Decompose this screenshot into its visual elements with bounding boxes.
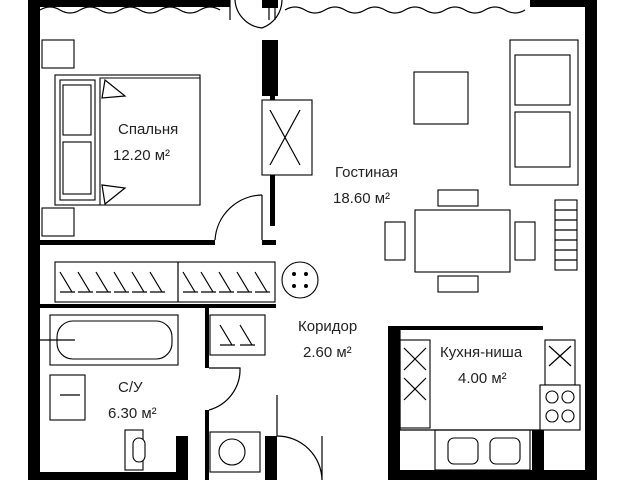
room-name-bedroom: Спальня [118, 121, 178, 138]
room-name-bathroom: С/У [118, 379, 143, 396]
room-name-corridor: Коридор [298, 318, 357, 335]
kitchen-cabinets [399, 339, 576, 429]
room-area-bathroom: 6.30 м² [108, 405, 157, 422]
sink [49, 374, 86, 421]
coffee-table [413, 71, 469, 125]
small-cabinet [209, 314, 266, 356]
dining-table [384, 189, 536, 293]
radiator [554, 199, 578, 271]
toilet [124, 429, 146, 471]
bedroom-door [214, 194, 263, 241]
glass-partition [261, 99, 313, 176]
kitchen-outline [399, 330, 540, 431]
sofa [509, 39, 579, 186]
room-area-living: 18.60 м² [333, 190, 390, 207]
room-name-kitchen: Кухня-ниша [440, 344, 523, 361]
room-area-corridor: 2.60 м² [303, 344, 352, 361]
stove [539, 384, 581, 431]
room-labels: Спальня 12.20 м² Гостиная 18.60 м² Корид… [108, 121, 523, 422]
wardrobe [54, 261, 276, 303]
kitchen-sink [434, 429, 531, 471]
room-area-bedroom: 12.20 м² [113, 147, 170, 164]
washing-machine [209, 431, 261, 473]
bed [41, 39, 201, 237]
round-table [281, 261, 319, 299]
bathroom-door [208, 367, 241, 411]
room-area-kitchen: 4.00 м² [458, 370, 507, 387]
room-name-living: Гостиная [335, 164, 398, 181]
bathtub [40, 314, 179, 366]
windows [39, 0, 526, 29]
entrance-door [276, 395, 323, 480]
walls [28, 0, 597, 480]
